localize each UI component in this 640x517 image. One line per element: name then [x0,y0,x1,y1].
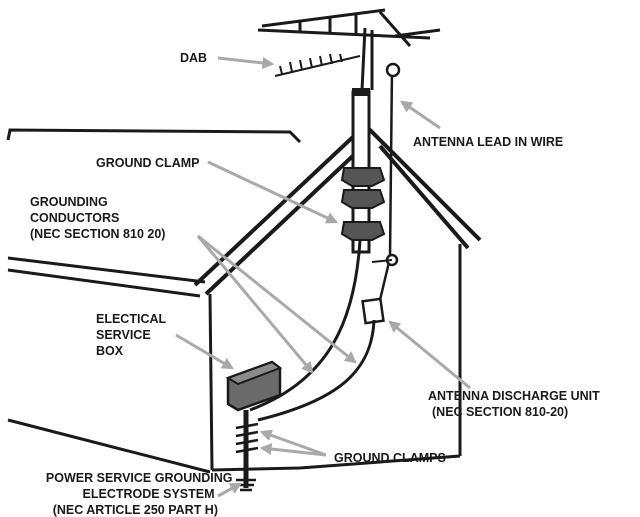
electrical-service-box [225,360,283,412]
label-ground-clamps: GROUND CLAMPS [334,451,446,465]
clamp-1 [340,167,386,187]
label-antenna-discharge-unit: ANTENNA DISCHARGE UNIT (NEC SECTION 810-… [428,389,603,419]
dab-antenna [274,53,361,77]
ground-rod [235,410,259,492]
labels: DAB ANTENNA LEAD IN WIRE GROUND CLAMP GR… [30,51,603,517]
arrow-discharge-unit [388,320,471,390]
lead-in-wire [371,62,401,301]
mast-ground-clamps [340,167,386,241]
arrow-service-box [175,333,235,370]
label-dab: DAB [180,51,207,65]
mast-cap [352,88,370,96]
gable-roof-right [366,126,482,250]
arrow-power-ground [217,482,243,498]
label-electrical-service-box: ELECTICAL SERVICE BOX [96,312,169,358]
antenna-discharge-unit [361,297,385,325]
left-wing-wall [7,418,211,474]
arrow-lead-in [400,100,441,130]
house [6,126,482,474]
arrow-conductors-2 [197,234,357,364]
callout-arrows [175,56,471,498]
antenna-crossbar [257,8,441,47]
arrow-ground-clamps-1 [259,429,327,457]
ground-line [211,454,461,472]
clamp-2 [340,189,386,209]
label-ground-clamp: GROUND CLAMP [96,156,199,170]
left-wing-roof [7,256,206,298]
arrow-conductors-1 [196,235,314,374]
arrow-ground-clamps-2 [259,443,327,457]
back-roof [6,128,302,144]
clamp-3 [340,221,386,241]
standoff-insulator-top [385,62,401,78]
front-wall-left [208,293,214,471]
antenna-mast [360,27,374,91]
arrow-dab [217,56,275,69]
label-grounding-conductors: GROUNDING CONDUCTORS (NEC SECTION 810 20… [30,195,165,241]
arrow-ground-clamp [207,160,339,224]
gable-roof [193,126,369,296]
label-antenna-lead-in-wire: ANTENNA LEAD IN WIRE [413,135,563,149]
label-power-service-grounding: POWER SERVICE GROUNDING ELECTRODE SYSTEM… [46,471,236,517]
